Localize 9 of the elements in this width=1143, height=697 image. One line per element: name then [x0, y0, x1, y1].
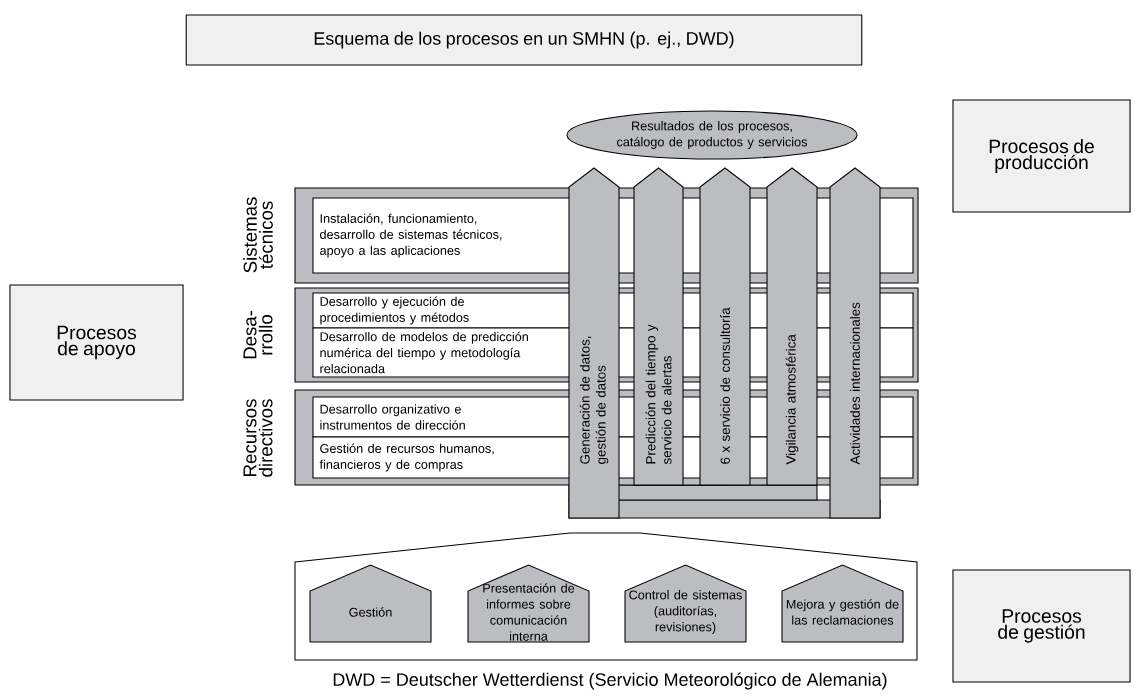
node-label: Sistemas técnicos	[243, 197, 273, 273]
house-frame	[294, 532, 918, 661]
node-label: Desa- rrollo	[243, 310, 273, 359]
process-box: Procesos de gestión	[952, 569, 1131, 683]
node-label: Recursos directivos	[243, 399, 273, 477]
process-box: Esquema de los procesos en un SMHN (p. ej., DWD)	[185, 14, 863, 66]
process-box: Procesos de producción	[952, 99, 1131, 213]
caption: DWD = Deutscher Wetterdienst (Servicio Meteorológico de Alemania)	[333, 672, 887, 690]
process-box: Procesos de apoyo	[9, 284, 184, 401]
